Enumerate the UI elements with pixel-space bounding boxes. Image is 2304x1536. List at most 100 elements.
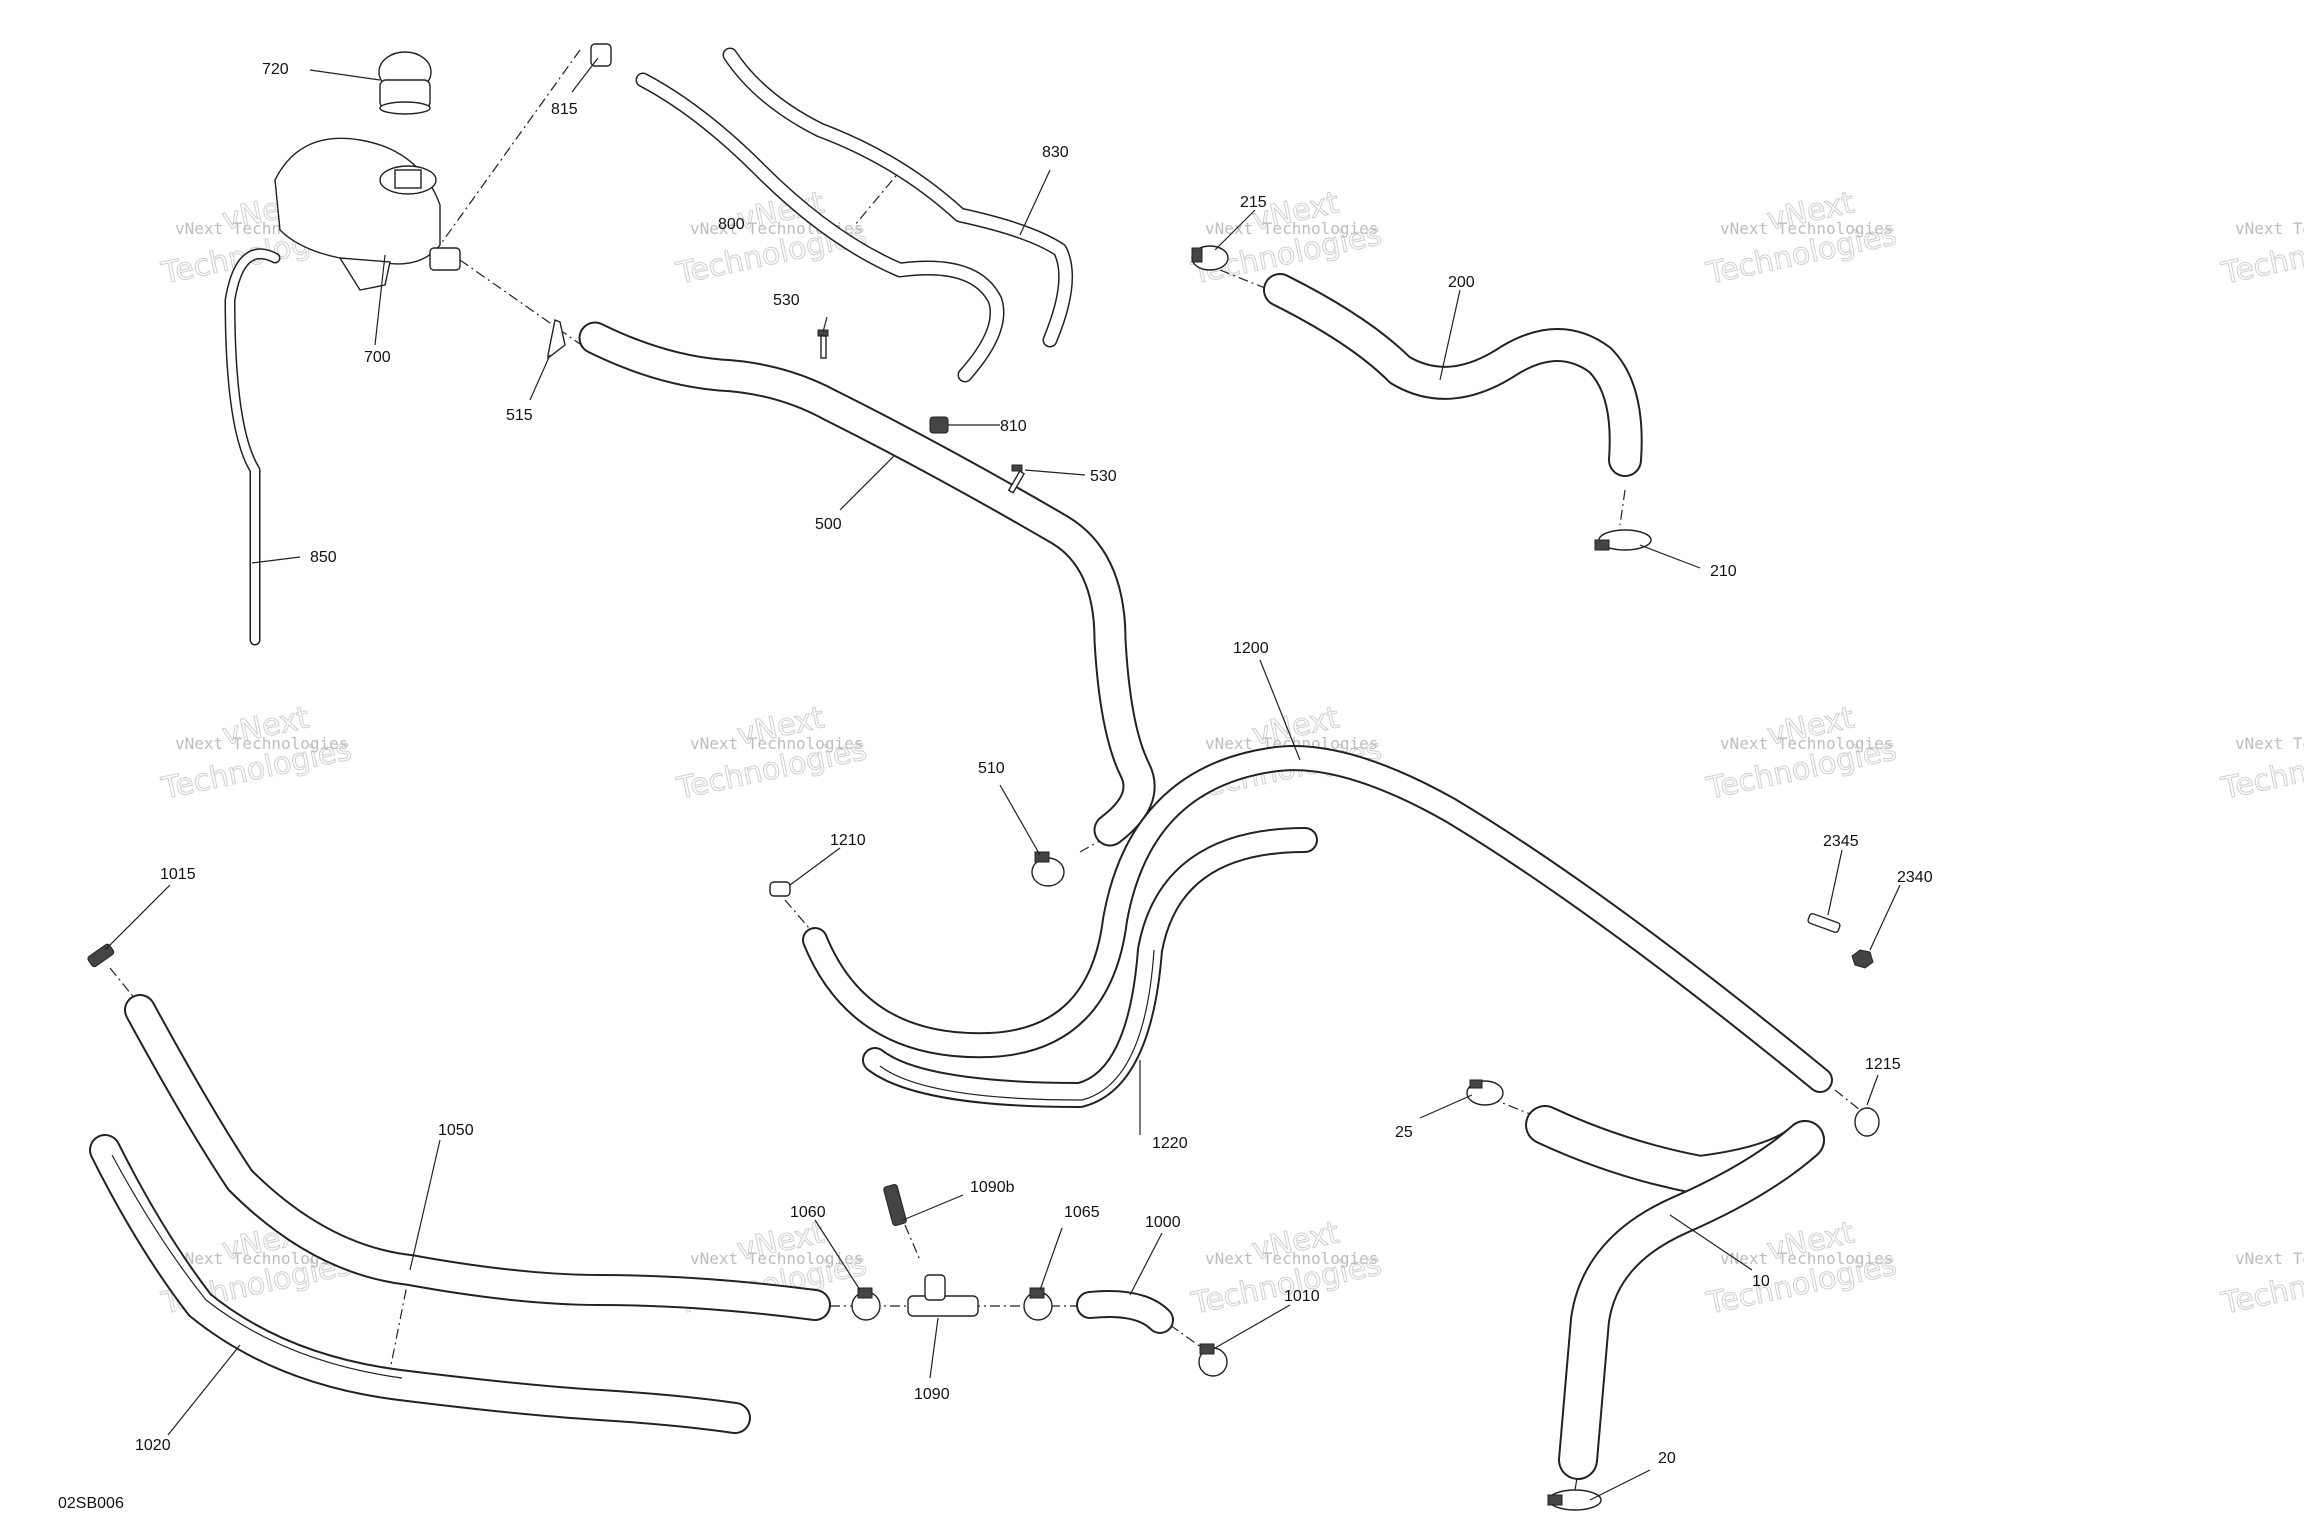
assembly-lines (109, 49, 1861, 1491)
callout-1060: 1060 (790, 1204, 826, 1221)
assembly-line-1015 (109, 967, 141, 1006)
svg-text:vNext Technologies: vNext Technologies (175, 734, 348, 753)
callout-2345: 2345 (1823, 833, 1859, 850)
clamp-210[interactable] (1594, 529, 1652, 551)
callout-1065: 1065 (1064, 1204, 1100, 1221)
callout-700: 700 (364, 349, 391, 366)
watermark: Technologies vNext vNext Technologies (1703, 185, 1901, 292)
callout-530b: 530 (1090, 468, 1117, 485)
hose-500 (578, 321, 1156, 847)
callout-1200: 1200 (1233, 640, 1269, 657)
svg-text:vNext Technologies: vNext Technologies (2235, 1249, 2304, 1268)
sensor-1090b[interactable] (883, 1184, 907, 1226)
assembly-line-515 (459, 259, 601, 359)
hose-1200 (802, 745, 1833, 1093)
watermark: Technologies vNext vNext Technologies (673, 700, 871, 807)
watermark: Technologies vNext Technologies (2218, 217, 2304, 293)
diagram-code: 02SB006 (58, 1495, 124, 1512)
svg-text:vNext Technologies: vNext Technologies (2235, 734, 2304, 753)
hose-800 (635, 72, 1005, 383)
hose-830 (722, 47, 1074, 348)
svg-text:vNext Technologies: vNext Technologies (1720, 219, 1893, 238)
clamp-20[interactable] (1547, 1489, 1602, 1511)
callout-1010: 1010 (1284, 1288, 1320, 1305)
nut-2340[interactable] (1851, 949, 1874, 969)
hose-10 (1525, 1105, 1825, 1480)
watermark: Technologies vNext vNext Technologies (1703, 1215, 1901, 1322)
watermark: Technologies vNext vNext Technologies (158, 700, 356, 807)
watermark: Technologies vNext vNext Technologies (1703, 700, 1901, 807)
callout-515: 515 (506, 407, 533, 424)
assembly-line-800-830 (854, 164, 906, 226)
hose-850 (224, 248, 281, 646)
svg-text:vNext Technologies: vNext Technologies (1205, 1249, 1378, 1268)
watermark: Technologies vNext Technologies (2218, 732, 2304, 808)
callout-200: 200 (1448, 274, 1475, 291)
assembly-line-1090b (904, 1224, 921, 1261)
plug-1210[interactable] (769, 881, 791, 897)
callout-2340: 2340 (1897, 869, 1933, 886)
callout-20: 20 (1658, 1450, 1676, 1467)
watermark-layer: Technologies vNext vNext Technologies Te… (158, 185, 2304, 1323)
screw-530a[interactable] (817, 329, 829, 359)
clamp-510[interactable] (1031, 851, 1065, 887)
callout-810: 810 (1000, 418, 1027, 435)
callout-850: 850 (310, 549, 337, 566)
cap-720[interactable] (378, 51, 432, 115)
callout-1210: 1210 (830, 832, 866, 849)
svg-text:vNext Technologies: vNext Technologies (2235, 219, 2304, 238)
assembly-line-1210 (784, 899, 816, 936)
clamp-1060[interactable] (851, 1287, 881, 1321)
tee-1090[interactable] (907, 1274, 979, 1317)
assembly-line-1215 (1834, 1089, 1861, 1111)
clamp-1065[interactable] (1023, 1287, 1053, 1321)
callout-800: 800 (718, 216, 745, 233)
svg-text:vNext Technologies: vNext Technologies (1205, 219, 1378, 238)
callout-1090b: 1090b (970, 1179, 1015, 1196)
callout-labels: 720 815 830 800 700 530 515 810 530 500 … (135, 61, 1933, 1467)
svg-text:vNext Technologies: vNext Technologies (1205, 734, 1378, 753)
callout-1215: 1215 (1865, 1056, 1901, 1073)
callout-815: 815 (551, 101, 578, 118)
watermark: Technologies vNext vNext Technologies (1188, 1215, 1386, 1322)
parts (87, 43, 1880, 1511)
bracket-515[interactable] (547, 319, 566, 360)
clamp-1010[interactable] (1198, 1343, 1228, 1377)
hose-1220 (862, 827, 1318, 1108)
clamp-215[interactable] (1191, 245, 1229, 271)
assembly-line-815 (439, 49, 581, 246)
assembly-line-215 (1219, 269, 1271, 291)
valve-2345[interactable] (1807, 912, 1841, 934)
svg-text:vNext Technologies: vNext Technologies (690, 734, 863, 753)
hose-1050 (124, 994, 831, 1321)
svg-text:vNext Technologies: vNext Technologies (1720, 1249, 1893, 1268)
hose-1000 (1076, 1290, 1174, 1334)
svg-text:vNext Technologies: vNext Technologies (1720, 734, 1893, 753)
callout-1000: 1000 (1145, 1214, 1181, 1231)
callout-215: 215 (1240, 194, 1267, 211)
callout-1020: 1020 (135, 1437, 171, 1454)
reservoir-700[interactable] (274, 137, 461, 291)
leader-lines (104, 57, 1901, 1501)
callout-1015: 1015 (160, 866, 196, 883)
callout-720: 720 (262, 61, 289, 78)
fitting-810[interactable] (929, 416, 949, 434)
callout-510: 510 (978, 760, 1005, 777)
watermark: Technologies vNext Technologies (2218, 1247, 2304, 1323)
callout-830: 830 (1042, 144, 1069, 161)
hoses (89, 47, 1833, 1480)
callout-1090: 1090 (914, 1386, 950, 1403)
callout-1050: 1050 (438, 1122, 474, 1139)
svg-text:vNext Technologies: vNext Technologies (690, 1249, 863, 1268)
screw-530b[interactable] (1007, 464, 1026, 494)
callout-25: 25 (1395, 1124, 1413, 1141)
callout-210: 210 (1710, 563, 1737, 580)
clamp-25[interactable] (1466, 1079, 1504, 1106)
hose-200 (1263, 273, 1643, 477)
fitting-1015[interactable] (87, 943, 115, 968)
clamp-1215[interactable] (1854, 1107, 1880, 1137)
callout-10: 10 (1752, 1273, 1770, 1290)
callout-1220: 1220 (1152, 1135, 1188, 1152)
callout-530a: 530 (773, 292, 800, 309)
